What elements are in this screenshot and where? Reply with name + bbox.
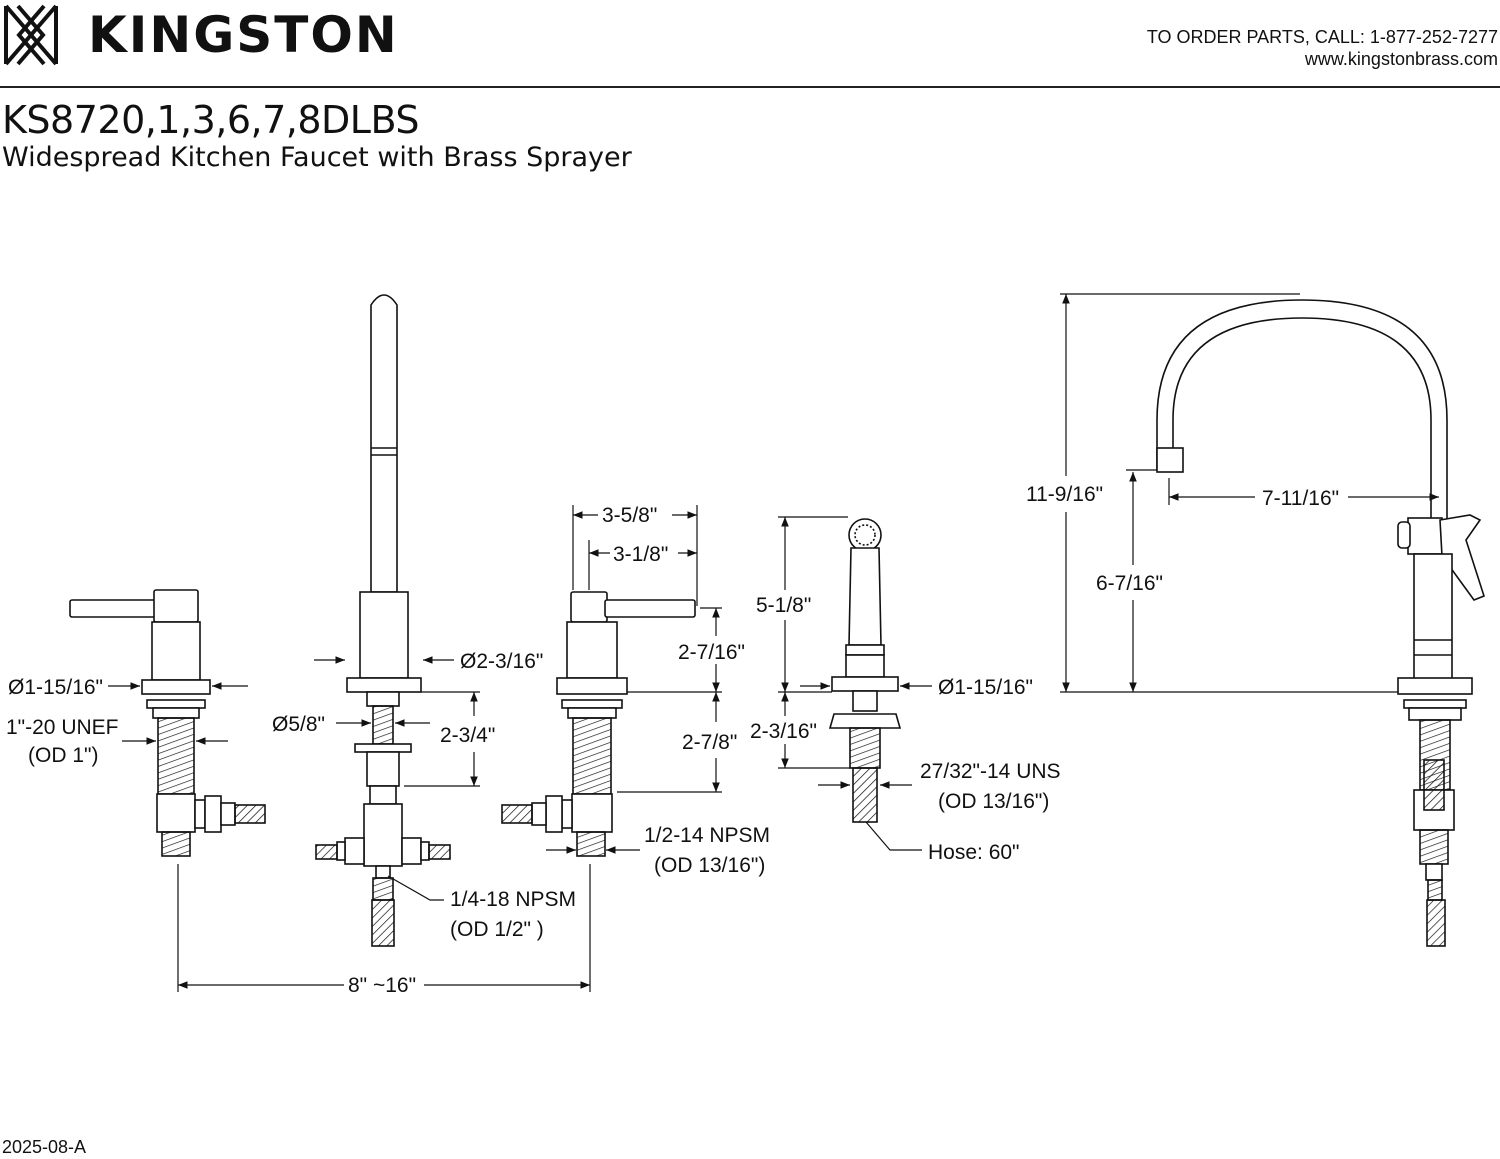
- dim-lever-reach: 3-5/8": [602, 504, 657, 527]
- dim-handle-height: 2-7/16": [678, 641, 745, 664]
- dim-handle-thread-od: (OD 1"): [28, 744, 98, 767]
- dim-spout-shank-dia: Ø5/8": [272, 713, 325, 736]
- dim-spout-clearance: 6-7/16": [1096, 572, 1163, 595]
- order-phone: TO ORDER PARTS, CALL: 1-877-252-7277: [1146, 27, 1498, 47]
- dim-spread: 8" ~16": [348, 974, 416, 997]
- dim-sprayer-flange: Ø1-15/16": [938, 676, 1033, 699]
- dim-hose-length: Hose: 60": [928, 841, 1020, 864]
- model-number: KS8720,1,3,6,7,8DLBS: [2, 98, 419, 142]
- dim-sprayer-thread-od: (OD 13/16"): [938, 790, 1049, 813]
- dim-spout-reach: 7-11/16": [1262, 487, 1339, 510]
- dim-valve-outlet-od: (OD 13/16"): [654, 854, 765, 877]
- header-divider: [0, 86, 1500, 88]
- dim-tee-thread: 1/4-18 NPSM: [450, 888, 576, 911]
- dim-sprayer-thread: 27/32"-14 UNS: [920, 760, 1061, 783]
- product-description: Widespread Kitchen Faucet with Brass Spr…: [2, 142, 632, 173]
- center-spout: [315, 294, 451, 947]
- kingston-logo-icon: [4, 4, 58, 66]
- dim-overall-height: 11-9/16": [1026, 483, 1103, 506]
- contact-info: TO ORDER PARTS, CALL: 1-877-252-7277 www…: [1147, 26, 1498, 70]
- side-view-faucet: [1156, 299, 1485, 947]
- dim-lever-reach-inner: 3-1/8": [613, 543, 668, 566]
- dim-handle-flange: Ø1-15/16": [8, 676, 103, 699]
- dim-sprayer-height: 5-1/8": [756, 594, 811, 617]
- dim-handle-shank: 2-7/8": [682, 731, 737, 754]
- left-handle-valve: [69, 589, 266, 857]
- revision-code: 2025-08-A: [2, 1137, 87, 1157]
- side-sprayer: [828, 518, 902, 823]
- dim-tee-thread-od: (OD 1/2" ): [450, 918, 544, 941]
- dim-sprayer-shank: 2-3/16": [750, 720, 817, 743]
- dim-handle-thread: 1"-20 UNEF: [6, 716, 119, 739]
- dim-spout-base: Ø2-3/16": [460, 650, 543, 673]
- right-handle-valve: [501, 591, 696, 857]
- brand-name: KINGSTON: [88, 6, 399, 64]
- dim-spout-shank-len: 2-3/4": [440, 724, 495, 747]
- website-link[interactable]: www.kingstonbrass.com: [1304, 49, 1498, 69]
- dim-valve-outlet: 1/2-14 NPSM: [644, 824, 770, 847]
